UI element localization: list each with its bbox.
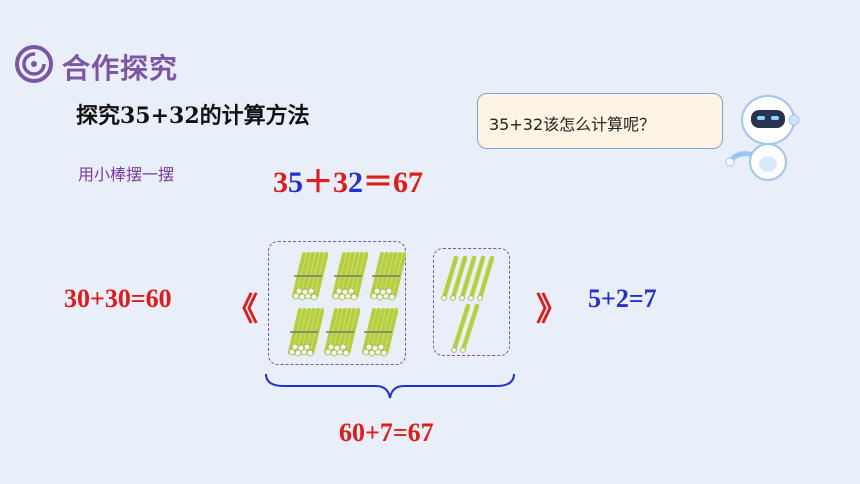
arrow-right-icon: 》	[536, 291, 569, 327]
ten-stick-bundle	[362, 308, 398, 357]
lesson-subtitle: 探究35+32的计算方法	[76, 103, 310, 129]
equals-sign: ＝	[363, 166, 393, 199]
method-label: 用小棒摆一摆	[78, 165, 175, 184]
single-stick	[451, 303, 471, 353]
single-stick	[459, 255, 477, 301]
plus-sign: ＋	[303, 166, 333, 199]
brace-icon	[265, 373, 515, 399]
result: 67	[393, 166, 423, 199]
addend-a-tens: 3	[273, 166, 288, 199]
speech-bubble-text: 35+32该怎么计算呢？	[489, 115, 656, 134]
ten-stick-bundle	[288, 308, 324, 357]
ten-stick-bundle	[324, 308, 360, 357]
single-stick	[468, 255, 486, 301]
tens-equation: 30+30=60	[64, 284, 172, 313]
tens-bundles-box	[268, 241, 406, 365]
single-stick	[441, 255, 459, 301]
ones-sticks-box	[433, 248, 510, 356]
ten-stick-bundle	[332, 252, 368, 301]
single-stick	[450, 255, 468, 301]
addend-b-tens: 3	[333, 166, 348, 199]
main-equation: 35＋32＝67	[273, 157, 423, 201]
ones-equation: 5+2=7	[588, 284, 657, 313]
spiral-icon	[15, 45, 53, 83]
sum-equation: 60+7=67	[339, 418, 434, 447]
speech-bubble	[477, 93, 723, 149]
single-stick	[460, 303, 480, 353]
section-title: 合作探究	[62, 52, 179, 85]
ten-stick-bundle	[370, 252, 406, 301]
ten-stick-bundle	[292, 252, 328, 301]
robot-icon	[725, 95, 800, 181]
single-stick	[477, 255, 495, 301]
arrow-left-icon: 《	[226, 291, 259, 327]
addend-a-ones: 5	[288, 166, 303, 199]
addend-b-ones: 2	[348, 166, 363, 199]
